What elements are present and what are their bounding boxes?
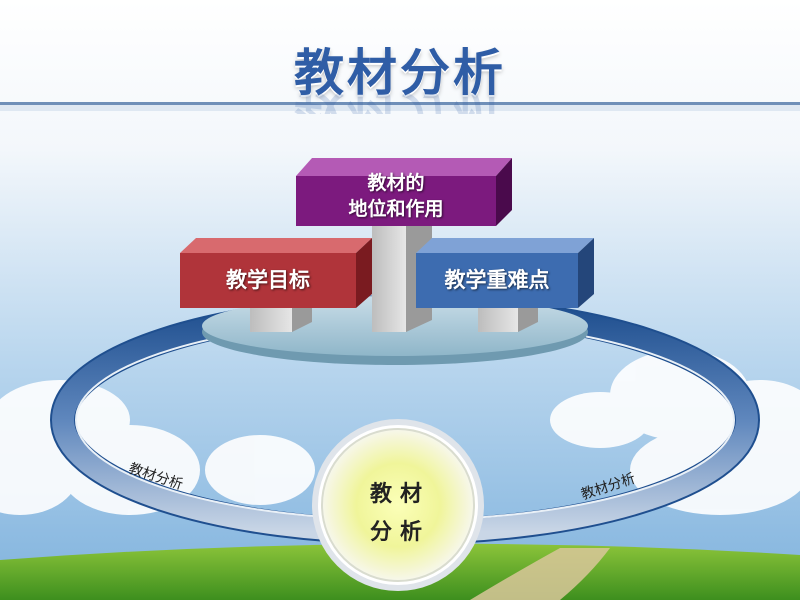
- center-label-line1: 教材: [369, 481, 430, 507]
- top-box-line2: 地位和作用: [348, 198, 444, 220]
- right-box-label: 教学重难点: [444, 268, 550, 292]
- top-box-label: 教材的 地位和作用: [296, 170, 496, 222]
- left-box-label: 教学目标: [226, 268, 310, 292]
- box-teaching-goals: [180, 238, 372, 308]
- top-box-line1: 教材的: [367, 172, 425, 194]
- page-title: 教材分析: [294, 44, 506, 102]
- title-reflection: 教材分析: [0, 92, 800, 114]
- center-label-line2: 分析: [369, 519, 430, 545]
